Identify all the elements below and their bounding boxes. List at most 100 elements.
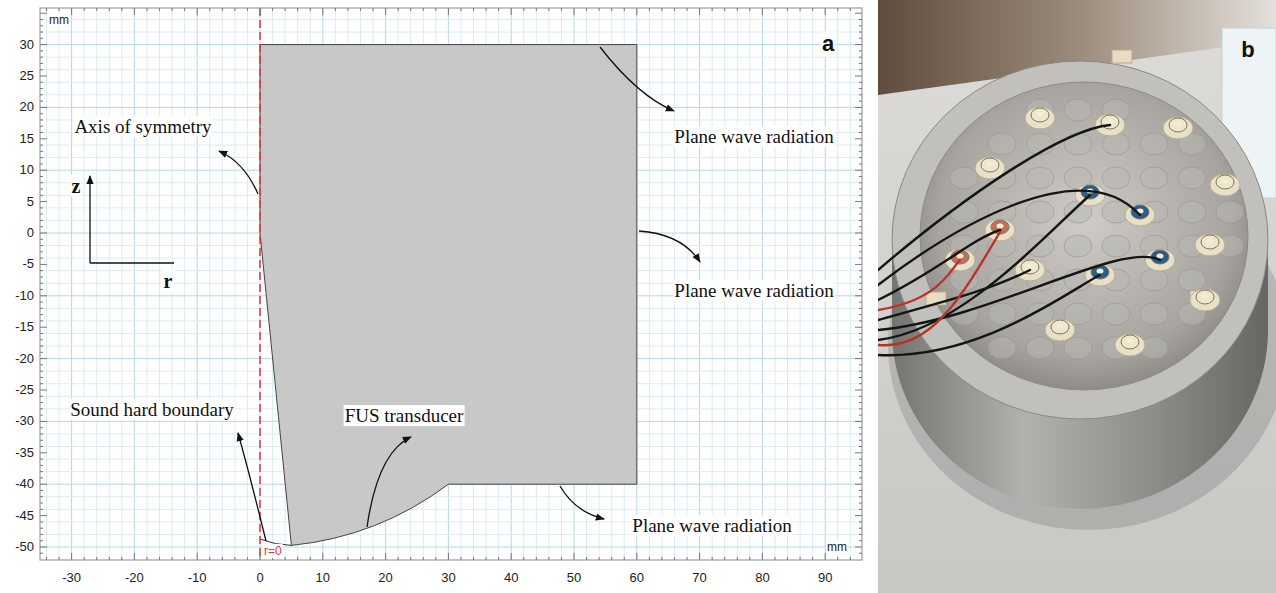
tick-mark bbox=[859, 446, 862, 447]
tick-mark bbox=[859, 25, 862, 26]
tick-mark bbox=[40, 170, 47, 171]
element-cap bbox=[1169, 118, 1187, 132]
grid-line bbox=[661, 8, 662, 560]
grid-line bbox=[837, 8, 838, 560]
label-holder: 70 bbox=[692, 571, 706, 586]
label-holder: 15 bbox=[20, 131, 34, 146]
axis-tick-label: 0 bbox=[256, 570, 263, 585]
tick-mark bbox=[40, 358, 47, 359]
tick-mark bbox=[134, 8, 135, 15]
grid-line bbox=[134, 8, 135, 560]
tick-mark bbox=[561, 557, 562, 560]
tick-mark bbox=[859, 320, 862, 321]
tick-mark bbox=[40, 258, 43, 259]
label-holder: Plane wave radiation bbox=[673, 280, 834, 302]
tick-mark bbox=[134, 553, 135, 560]
tick-mark bbox=[398, 557, 399, 560]
tick-mark bbox=[197, 553, 198, 560]
tick-mark bbox=[40, 371, 43, 372]
tick-mark bbox=[859, 101, 862, 102]
element-center bbox=[1027, 264, 1034, 269]
tick-mark bbox=[774, 557, 775, 560]
tick-mark bbox=[859, 396, 862, 397]
tick-mark bbox=[121, 8, 122, 11]
tick-mark bbox=[40, 138, 47, 139]
element-cap bbox=[1031, 108, 1049, 122]
tick-mark bbox=[347, 8, 348, 11]
annotation: Plane wave radiation bbox=[673, 126, 834, 147]
tick-mark bbox=[859, 251, 862, 252]
panel-letter: a bbox=[821, 31, 835, 56]
axis-tick-label: -35 bbox=[15, 444, 34, 459]
element-base bbox=[1045, 319, 1075, 341]
element-center bbox=[1127, 339, 1134, 344]
dimple bbox=[1178, 201, 1206, 223]
annotation: Axis of symmetry bbox=[73, 116, 212, 137]
tick-mark bbox=[310, 8, 311, 11]
tick-mark bbox=[855, 547, 862, 548]
element-cap bbox=[1216, 175, 1234, 189]
tick-mark bbox=[360, 8, 361, 11]
tick-mark bbox=[855, 107, 862, 108]
dimple bbox=[1064, 337, 1092, 359]
tick-mark bbox=[410, 557, 411, 560]
tick-mark bbox=[674, 557, 675, 560]
tick-mark bbox=[40, 25, 43, 26]
label-holder: -50 bbox=[15, 540, 34, 555]
tick-mark bbox=[859, 63, 862, 64]
grid-line bbox=[46, 8, 47, 560]
tick-mark bbox=[855, 452, 862, 453]
tick-mark bbox=[40, 540, 43, 541]
dimple bbox=[1064, 99, 1092, 121]
grid-line bbox=[222, 8, 223, 560]
tick-mark bbox=[40, 245, 43, 246]
grid-line bbox=[40, 547, 862, 548]
tick-mark bbox=[855, 233, 862, 234]
tick-mark bbox=[448, 553, 449, 560]
tick-mark bbox=[40, 534, 43, 535]
grid-line bbox=[234, 8, 235, 560]
tick-mark bbox=[285, 557, 286, 560]
tick-mark bbox=[574, 553, 575, 560]
grid-line bbox=[184, 8, 185, 560]
tick-mark bbox=[40, 496, 43, 497]
tick-mark bbox=[322, 553, 323, 560]
axis-tick-label: 50 bbox=[567, 570, 581, 585]
dimple bbox=[1140, 167, 1168, 189]
tick-mark bbox=[40, 214, 43, 215]
tick-mark bbox=[40, 270, 43, 271]
dimple bbox=[950, 167, 978, 189]
element-base bbox=[1115, 334, 1145, 356]
axis-tick-label: -40 bbox=[15, 476, 34, 491]
tick-mark bbox=[762, 8, 763, 15]
tick-mark bbox=[855, 76, 862, 77]
grid-line bbox=[40, 32, 862, 33]
tick-mark bbox=[859, 220, 862, 221]
tick-mark bbox=[661, 8, 662, 11]
tick-mark bbox=[423, 8, 424, 11]
element-center bbox=[1175, 122, 1182, 127]
panel-letter: b bbox=[1241, 37, 1254, 62]
tick-mark bbox=[859, 38, 862, 39]
tick-mark bbox=[859, 333, 862, 334]
axis-tick-label: 30 bbox=[20, 36, 34, 51]
tick-mark bbox=[40, 264, 47, 265]
grid-line bbox=[649, 8, 650, 560]
label-holder: Axis of symmetry bbox=[73, 116, 212, 138]
grid-line bbox=[159, 8, 160, 560]
tick-mark bbox=[40, 471, 43, 472]
tick-mark bbox=[649, 8, 650, 11]
tick-mark bbox=[40, 50, 43, 51]
tick-mark bbox=[855, 44, 862, 45]
tick-mark bbox=[146, 8, 147, 11]
tick-mark bbox=[837, 8, 838, 11]
axis-tick-label: -10 bbox=[15, 287, 34, 302]
tick-mark bbox=[40, 276, 43, 277]
tick-mark bbox=[40, 57, 43, 58]
tick-mark bbox=[40, 233, 47, 234]
tick-mark bbox=[859, 339, 862, 340]
tick-mark bbox=[523, 8, 524, 11]
transducer-element bbox=[1163, 117, 1193, 139]
